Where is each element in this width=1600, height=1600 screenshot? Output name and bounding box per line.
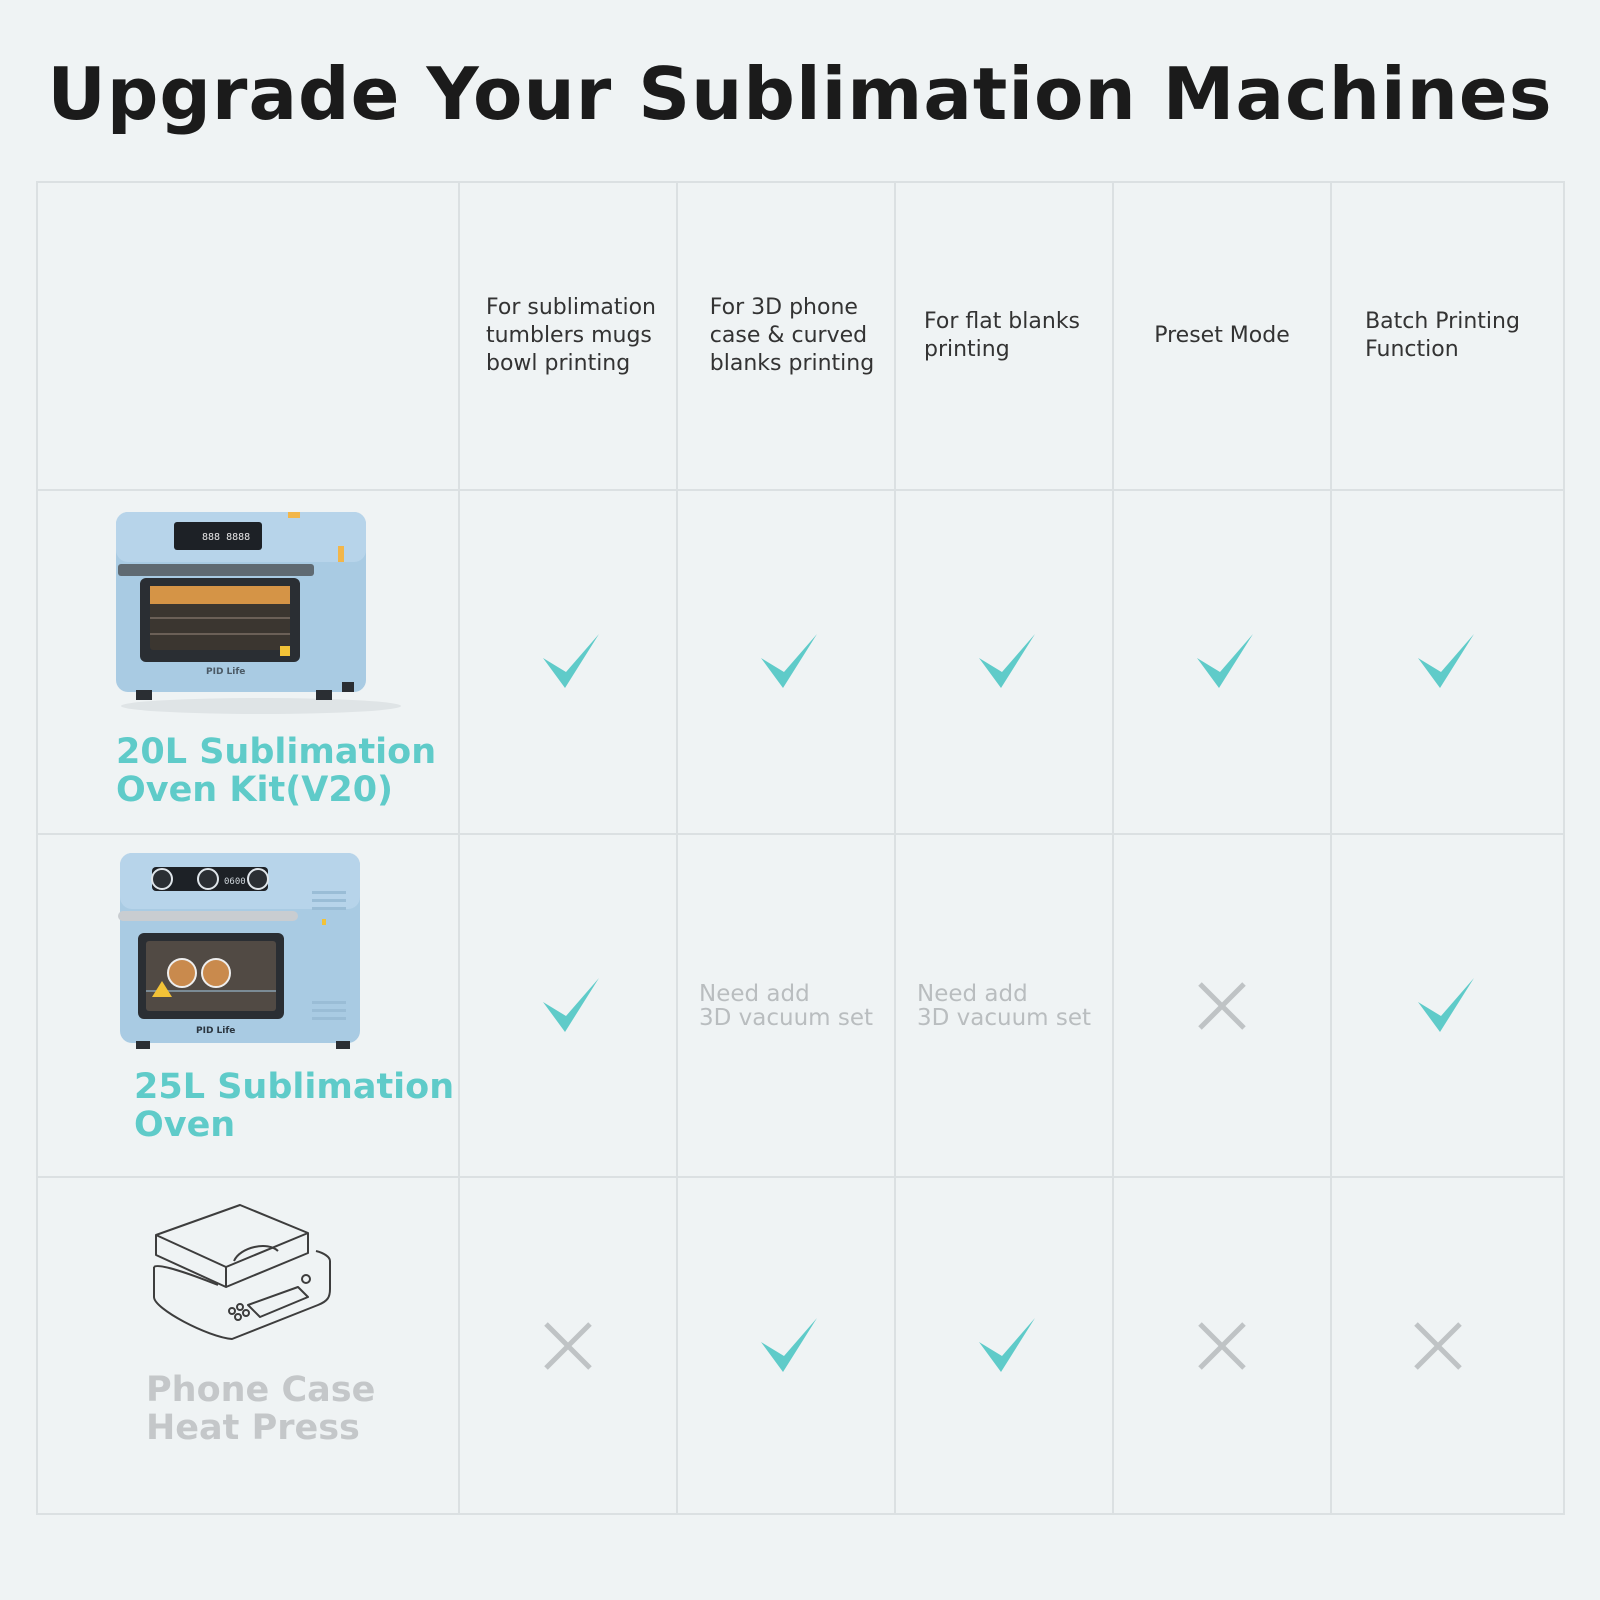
column-header-2: For 3D phone case & curved blanks printi… [709, 295, 875, 376]
comparison-table: For sublimation tumblers mugs bowl print… [36, 181, 1565, 1515]
requirement-note: Need add 3D vacuum set [698, 980, 874, 1031]
status-cell [1114, 835, 1330, 1176]
product-image-25l-oven: 0600 PID Life [116, 851, 376, 1056]
oven-display-text: 888 8888 [202, 532, 250, 543]
column-header-5: Batch Printing Function [1365, 309, 1520, 362]
cross-icon [544, 1321, 592, 1370]
status-cell: Need add 3D vacuum set [896, 835, 1112, 1176]
check-icon [979, 1317, 1035, 1372]
column-header-1: For sublimation tumblers mugs bowl print… [485, 295, 657, 376]
oven-brand-text: PID Life [206, 667, 245, 677]
status-cell [460, 835, 676, 1176]
status-cell [460, 1178, 676, 1513]
oven-brand-text: PID Life [196, 1026, 235, 1036]
status-cell [678, 1178, 894, 1513]
check-icon [1197, 634, 1253, 688]
status-cell: Need add 3D vacuum set [678, 835, 894, 1176]
check-icon [543, 977, 599, 1032]
status-cell [678, 491, 894, 833]
check-icon [543, 634, 599, 688]
check-icon [979, 634, 1035, 688]
column-header-4: Preset Mode [1154, 323, 1290, 348]
check-icon [1417, 634, 1474, 688]
status-cell [1332, 1178, 1563, 1513]
status-cell [460, 491, 676, 833]
status-cell [1114, 1178, 1330, 1513]
status-cell [896, 491, 1112, 833]
status-cell [896, 1178, 1112, 1513]
check-icon [761, 634, 817, 688]
product-image-heat-press [148, 1201, 338, 1356]
cross-icon [1198, 981, 1246, 1030]
page-title: Upgrade Your Sublimation Machines [47, 52, 1553, 136]
status-cell [1332, 491, 1563, 833]
product-name-25l: 25L Sublimation Oven [134, 1067, 455, 1145]
status-cell [1332, 835, 1563, 1176]
oven-display-text: 0600 [224, 877, 246, 887]
cross-icon [1413, 1321, 1462, 1370]
check-icon [761, 1317, 817, 1372]
status-cell [1114, 491, 1330, 833]
product-name-heat-press: Phone Case Heat Press [146, 1370, 376, 1448]
requirement-note: Need add 3D vacuum set [916, 980, 1092, 1031]
product-name-20l: 20L Sublimation Oven Kit(V20) [116, 732, 437, 810]
cross-icon [1198, 1321, 1246, 1370]
check-icon [1417, 977, 1474, 1032]
product-image-20l-oven: 888 8888 PID Life [106, 506, 416, 721]
column-header-3: For flat blanks printing [923, 309, 1081, 362]
